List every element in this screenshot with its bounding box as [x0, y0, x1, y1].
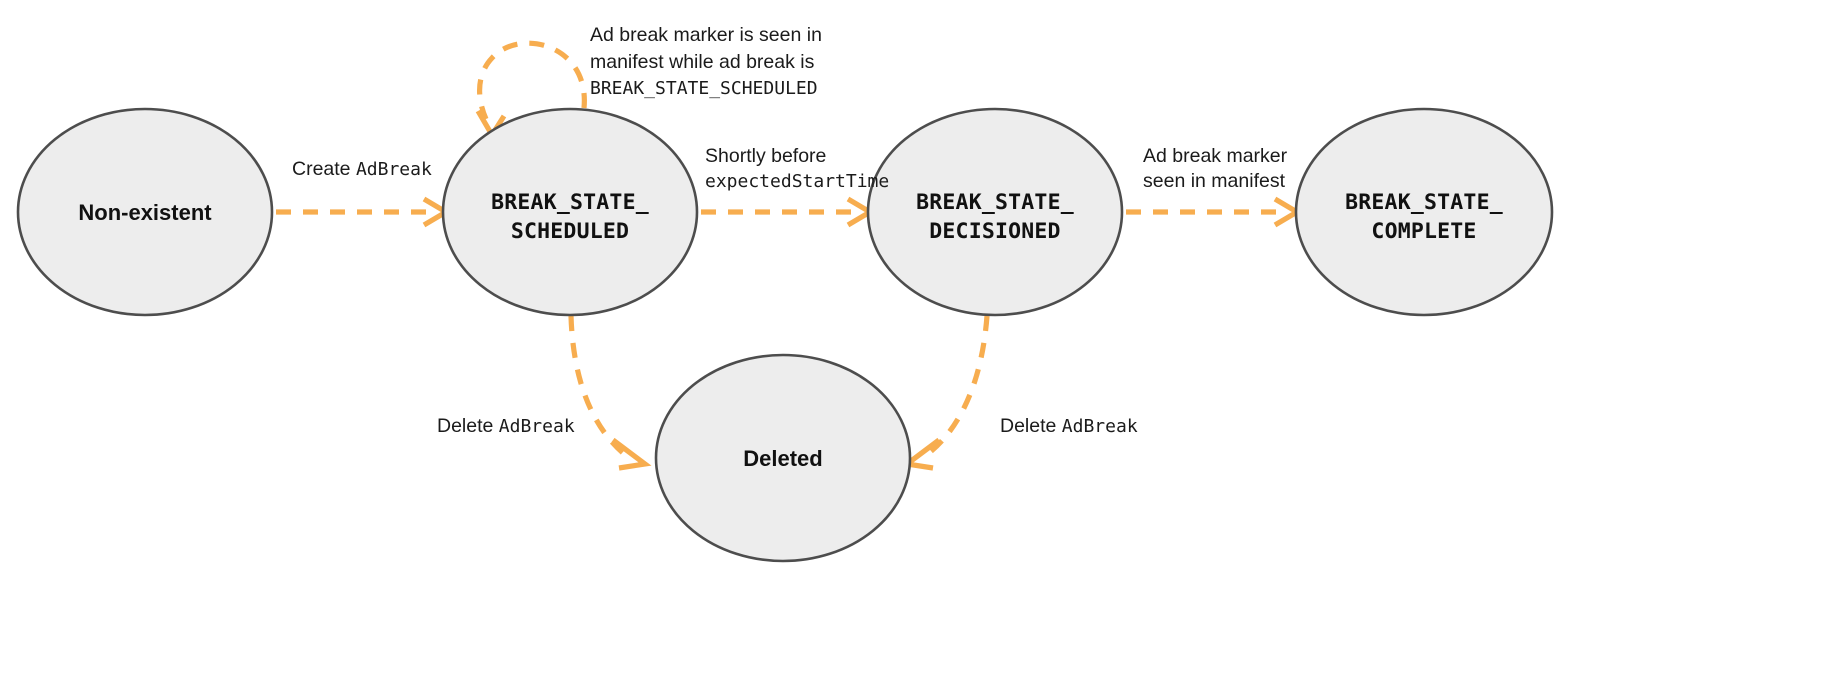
node-non-existent[interactable]: Non-existent	[16, 107, 274, 317]
node-deleted-shape	[654, 353, 912, 563]
node-non-existent-shape	[16, 107, 274, 317]
edge-label-marker-seen-in-manifest: Ad break marker seen in manifest	[1143, 145, 1288, 192]
node-break-state-scheduled-label-line1: BREAK_STATE_	[491, 190, 649, 215]
edge-delete-adbreak-from-decisioned[interactable]	[900, 315, 990, 471]
edge-delete-from-scheduled-line	[568, 315, 625, 455]
edge-marker-seen-arrowhead	[1273, 196, 1303, 228]
edge-label-marker-seen-line2: seen in manifest	[1143, 170, 1286, 192]
edge-ad-break-marker-seen-in-manifest[interactable]	[1126, 196, 1303, 228]
node-break-state-complete-shape	[1294, 107, 1554, 317]
edge-label-shortly-before: Shortly before expectedStartTime	[705, 145, 889, 192]
edge-label-create-adbreak-part1: AdBreak	[356, 159, 432, 180]
edge-label-self-loop-line2: manifest while ad break is	[590, 51, 815, 73]
edge-delete-from-scheduled-arrowhead	[611, 437, 652, 471]
edge-label-delete-from-scheduled-part0: Delete	[437, 415, 499, 437]
edge-label-self-loop-scheduled: Ad break marker is seen in manifest whil…	[590, 24, 822, 99]
node-break-state-decisioned-label-line2: DECISIONED	[929, 219, 1060, 244]
node-deleted[interactable]: Deleted	[654, 353, 912, 563]
node-break-state-scheduled-label-line2: SCHEDULED	[511, 219, 629, 244]
edge-label-shortly-before-line2: expectedStartTime	[705, 171, 889, 192]
edge-label-delete-from-decisioned-text: Delete AdBreak	[1000, 415, 1138, 437]
edge-self-loop-scheduled-line	[477, 40, 587, 121]
edge-delete-adbreak-from-scheduled[interactable]	[568, 315, 652, 471]
node-non-existent-label-line1: Non-existent	[78, 200, 212, 225]
edge-label-create-adbreak-text: Create AdBreak	[292, 158, 432, 180]
edge-label-shortly-before-line1: Shortly before	[705, 145, 826, 167]
edge-label-create-adbreak-part0: Create	[292, 158, 356, 180]
node-break-state-decisioned[interactable]: BREAK_STATE_ DECISIONED	[866, 107, 1124, 317]
edge-label-delete-from-scheduled: Delete AdBreak	[437, 415, 575, 437]
edge-create-adbreak[interactable]	[276, 196, 452, 228]
node-break-state-scheduled[interactable]: BREAK_STATE_ SCHEDULED	[441, 107, 699, 317]
node-break-state-complete-label-line1: BREAK_STATE_	[1345, 190, 1503, 215]
edge-label-delete-from-scheduled-part1: AdBreak	[499, 416, 575, 437]
node-deleted-label-line1: Deleted	[743, 446, 822, 471]
edge-label-create-adbreak: Create AdBreak	[292, 158, 432, 180]
edge-label-delete-from-decisioned-part1: AdBreak	[1062, 416, 1138, 437]
node-break-state-decisioned-label-line1: BREAK_STATE_	[916, 190, 1074, 215]
node-break-state-decisioned-shape	[866, 107, 1124, 317]
edge-delete-from-decisioned-line	[927, 315, 990, 456]
node-break-state-complete[interactable]: BREAK_STATE_ COMPLETE	[1294, 107, 1554, 317]
edge-label-delete-from-scheduled-text: Delete AdBreak	[437, 415, 575, 437]
edge-label-self-loop-line1: Ad break marker is seen in	[590, 24, 822, 46]
edge-shortly-before-expected-start-time[interactable]	[701, 196, 876, 228]
edge-label-delete-from-decisioned-part0: Delete	[1000, 415, 1062, 437]
node-break-state-complete-label-line2: COMPLETE	[1371, 219, 1476, 244]
edge-label-delete-from-decisioned: Delete AdBreak	[1000, 415, 1138, 437]
edge-label-self-loop-line3: BREAK_STATE_SCHEDULED	[590, 78, 818, 99]
edge-delete-from-decisioned-arrowhead	[900, 437, 941, 471]
edge-label-marker-seen-line1: Ad break marker	[1143, 145, 1288, 167]
node-break-state-scheduled-shape	[441, 107, 699, 317]
